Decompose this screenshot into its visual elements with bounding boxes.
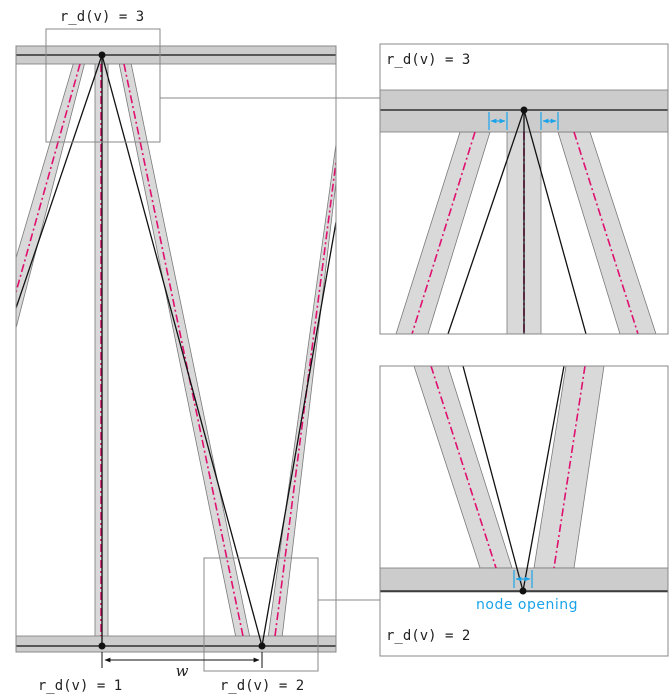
centerlines (16, 63, 336, 637)
node-bottom-right (258, 642, 266, 650)
edges (16, 54, 336, 647)
label-main-bottom-left: r_d(v) = 1 (38, 678, 122, 694)
inset-top (379, 43, 669, 335)
label-width: w (176, 662, 189, 680)
bottom-band (16, 635, 336, 652)
corridor-left-diagonal (16, 57, 87, 329)
gap-indicators (488, 112, 559, 130)
label-inset-top: r_d(v) = 3 (386, 52, 470, 68)
width-dimension (101, 652, 263, 668)
label-main-top: r_d(v) = 3 (60, 9, 144, 25)
label-node-opening: node opening (476, 597, 578, 613)
corridor-diagonal-down (117, 57, 251, 639)
node-top (98, 51, 106, 59)
inset-bottom (379, 365, 669, 657)
label-inset-bottom: r_d(v) = 2 (386, 628, 470, 644)
label-main-bottom-right: r_d(v) = 2 (220, 678, 304, 694)
node-bottom-left (98, 642, 106, 650)
corridor-diagonal-up (267, 143, 336, 639)
zoom-box-top (45, 28, 161, 143)
main-panel (15, 28, 337, 672)
node-opening-indicator (513, 570, 533, 588)
main-frame (15, 45, 337, 653)
zoom-box-bottom (203, 557, 319, 672)
